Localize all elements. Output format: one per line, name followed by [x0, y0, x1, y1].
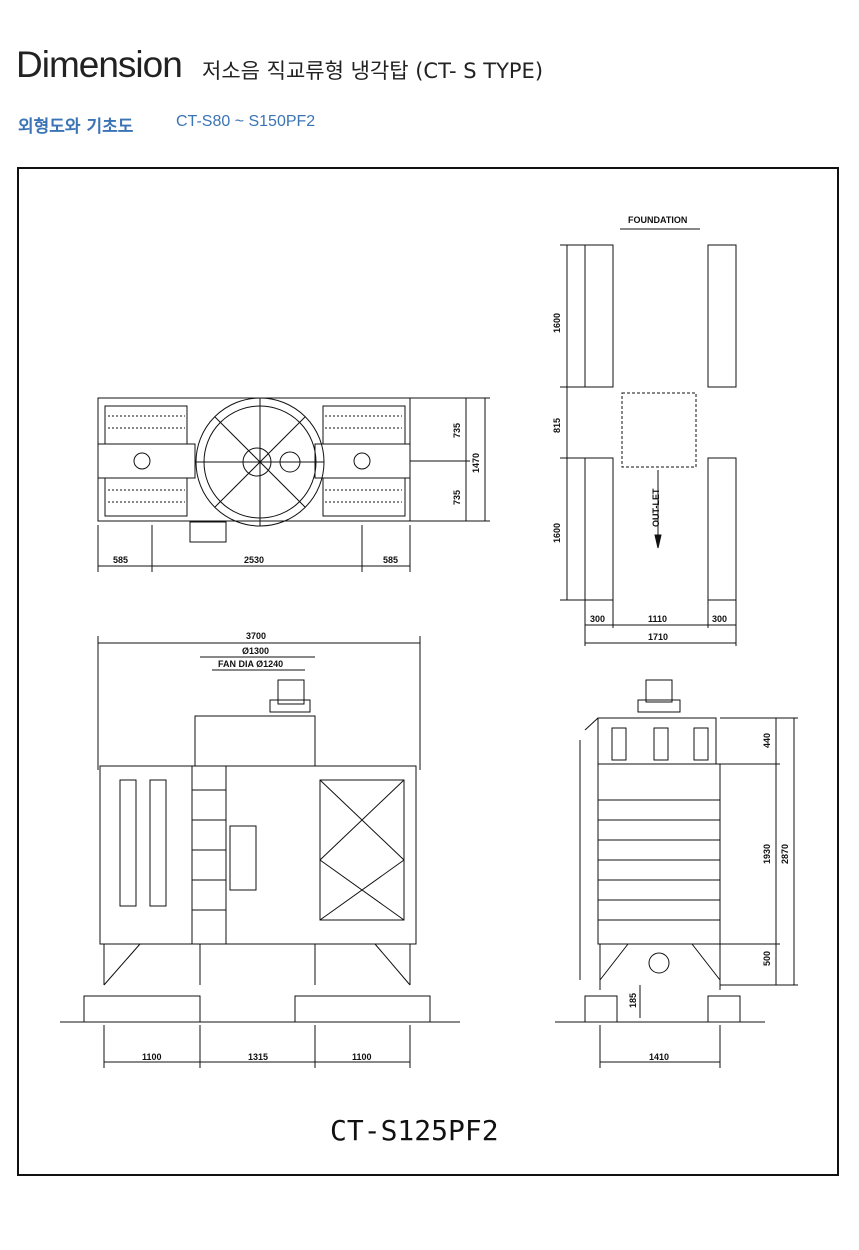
side-view	[555, 679, 798, 1068]
foundation-label: FOUNDATION	[628, 215, 687, 225]
side-dim-w-base: 1410	[649, 1052, 669, 1062]
front-dim-dia-outer: Ø1300	[242, 646, 269, 656]
foundation-dim-len-bottom: 1600	[552, 523, 562, 543]
plan-dim-w2: 2530	[244, 555, 264, 565]
plan-dim-h-total: 1470	[471, 453, 481, 473]
model-label: CT-S125PF2	[330, 1114, 499, 1147]
drawing-frame	[17, 167, 839, 1176]
foundation-dim-len-top: 1600	[552, 313, 562, 333]
outlet-label: OUT-LET	[651, 488, 661, 527]
side-dim-h-base: 185	[628, 993, 638, 1008]
page-subtitle: 저소음 직교류형 냉각탑 (CT- S TYPE)	[202, 59, 544, 83]
foundation-dim-w2: 1110	[648, 614, 667, 624]
plan-dim-w1: 585	[113, 555, 128, 565]
front-dim-base1: 1100	[142, 1052, 162, 1062]
front-dim-fan-dia: FAN DIA Ø1240	[218, 659, 283, 669]
plan-view	[97, 397, 490, 572]
plan-dim-h2: 735	[452, 490, 462, 505]
front-view	[60, 636, 460, 1068]
page-title: Dimension	[16, 44, 183, 85]
front-dim-base2: 1315	[248, 1052, 268, 1062]
front-dim-total: 3700	[246, 631, 266, 641]
side-dim-h-leg: 500	[762, 951, 772, 966]
section-label: 외형도와 기초도	[18, 117, 134, 137]
foundation-dim-w3: 300	[712, 614, 727, 624]
front-dim-base3: 1100	[352, 1052, 372, 1062]
foundation-dim-gap: 815	[552, 418, 562, 433]
foundation-dim-w1: 300	[590, 614, 605, 624]
side-dim-h-total: 2870	[780, 844, 790, 864]
side-dim-h-top: 440	[762, 733, 772, 748]
side-dim-h-mid: 1930	[762, 844, 772, 864]
foundation-view	[560, 228, 737, 646]
foundation-dim-w-total: 1710	[648, 632, 668, 642]
plan-dim-h1: 735	[452, 423, 462, 438]
plan-dim-w3: 585	[383, 555, 398, 565]
model-range: CT-S80 ~ S150PF2	[176, 113, 316, 130]
